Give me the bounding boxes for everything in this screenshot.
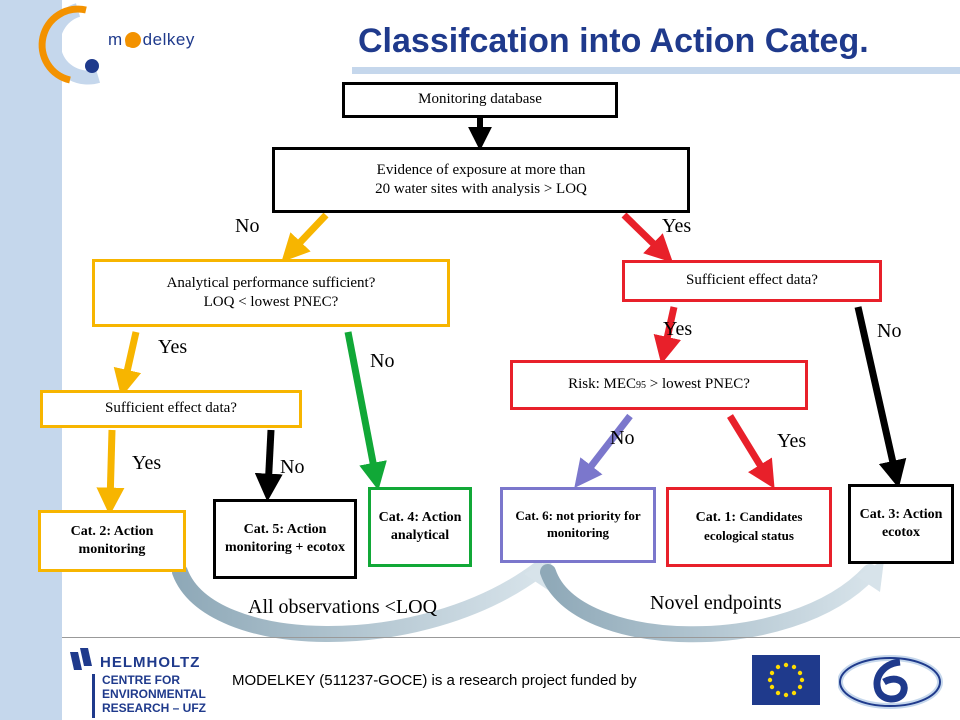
- label-yes-risk: Yes: [777, 430, 807, 452]
- node-sufficient-effect-right: Sufficient effect data?: [622, 260, 882, 302]
- label-no-evidence: No: [235, 215, 260, 237]
- node-monitoring-database: Monitoring database: [342, 82, 618, 118]
- node-cat2: Cat. 2: Action monitoring: [38, 510, 186, 572]
- left-sidebar-band: [0, 0, 62, 720]
- ufz-wordmark: CENTRE FOR ENVIRONMENTAL RESEARCH – UFZ: [102, 673, 207, 715]
- label-yes-left-effect: Yes: [132, 452, 162, 474]
- arrow-left-effect-yes: [96, 429, 125, 516]
- label-yes-analytical: Yes: [158, 336, 188, 358]
- arrow-analytical-no: [344, 331, 387, 491]
- label-novel-endpoints: Novel endpoints: [650, 592, 782, 614]
- modelkey-logo-icon: [38, 3, 101, 85]
- label-yes-evidence: Yes: [662, 215, 692, 237]
- node-sufficient-effect-left: Sufficient effect data?: [40, 390, 302, 428]
- arrow-right-effect-yes: [653, 306, 682, 365]
- label-all-observations: All observations <LOQ: [248, 596, 438, 618]
- node-cat5: Cat. 5: Action monitoring + ecotox: [213, 499, 357, 579]
- arrow-left-effect-no: [254, 429, 283, 502]
- footer-divider: [62, 637, 960, 638]
- node-cat6: Cat. 6: not priority for monitoring: [500, 487, 656, 563]
- helmholtz-wordmark: HELMHOLTZ: [100, 654, 201, 671]
- arrow-evidence-no: [281, 212, 329, 263]
- curve-novel-endpoints-head: [856, 560, 884, 592]
- label-no-risk: No: [610, 427, 635, 449]
- page-title: Classifcation into Action Categ.: [358, 22, 869, 60]
- node-cat1: Cat. 1: Candidates ecological status: [666, 487, 832, 567]
- label-yes-right-effect: Yes: [663, 318, 693, 340]
- footer-funding-text: MODELKEY (511237-GOCE) is a research pro…: [232, 672, 637, 689]
- curve-all-observations: [172, 562, 546, 642]
- node-analytical-performance: Analytical performance sufficient? LOQ <…: [92, 259, 450, 327]
- logo-o-icon: o: [124, 32, 141, 51]
- arrow-right-effect-no: [854, 306, 907, 489]
- curve-novel-endpoints: [540, 564, 878, 643]
- fp6-logo-icon: [838, 655, 943, 709]
- node-evidence-exposure: Evidence of exposure at more than 20 wat…: [272, 147, 690, 213]
- helmholtz-logo-icon: [70, 648, 92, 670]
- node-cat4: Cat. 4: Action analytical: [368, 487, 472, 567]
- arrow-risk-yes: [727, 414, 775, 489]
- label-no-right-effect: No: [877, 320, 902, 342]
- title-underline: [352, 67, 960, 74]
- arrow-risk-no: [574, 413, 633, 488]
- arrow-analytical-yes: [113, 331, 142, 398]
- eu-stars-icon: [767, 662, 805, 698]
- eu-flag-icon: [752, 655, 820, 705]
- node-cat3: Cat. 3: Action ecotox: [848, 484, 954, 564]
- ufz-bar: [92, 674, 95, 718]
- arrow-evidence-yes: [621, 212, 674, 263]
- label-no-left-effect: No: [280, 456, 305, 478]
- label-no-analytical: No: [370, 350, 395, 372]
